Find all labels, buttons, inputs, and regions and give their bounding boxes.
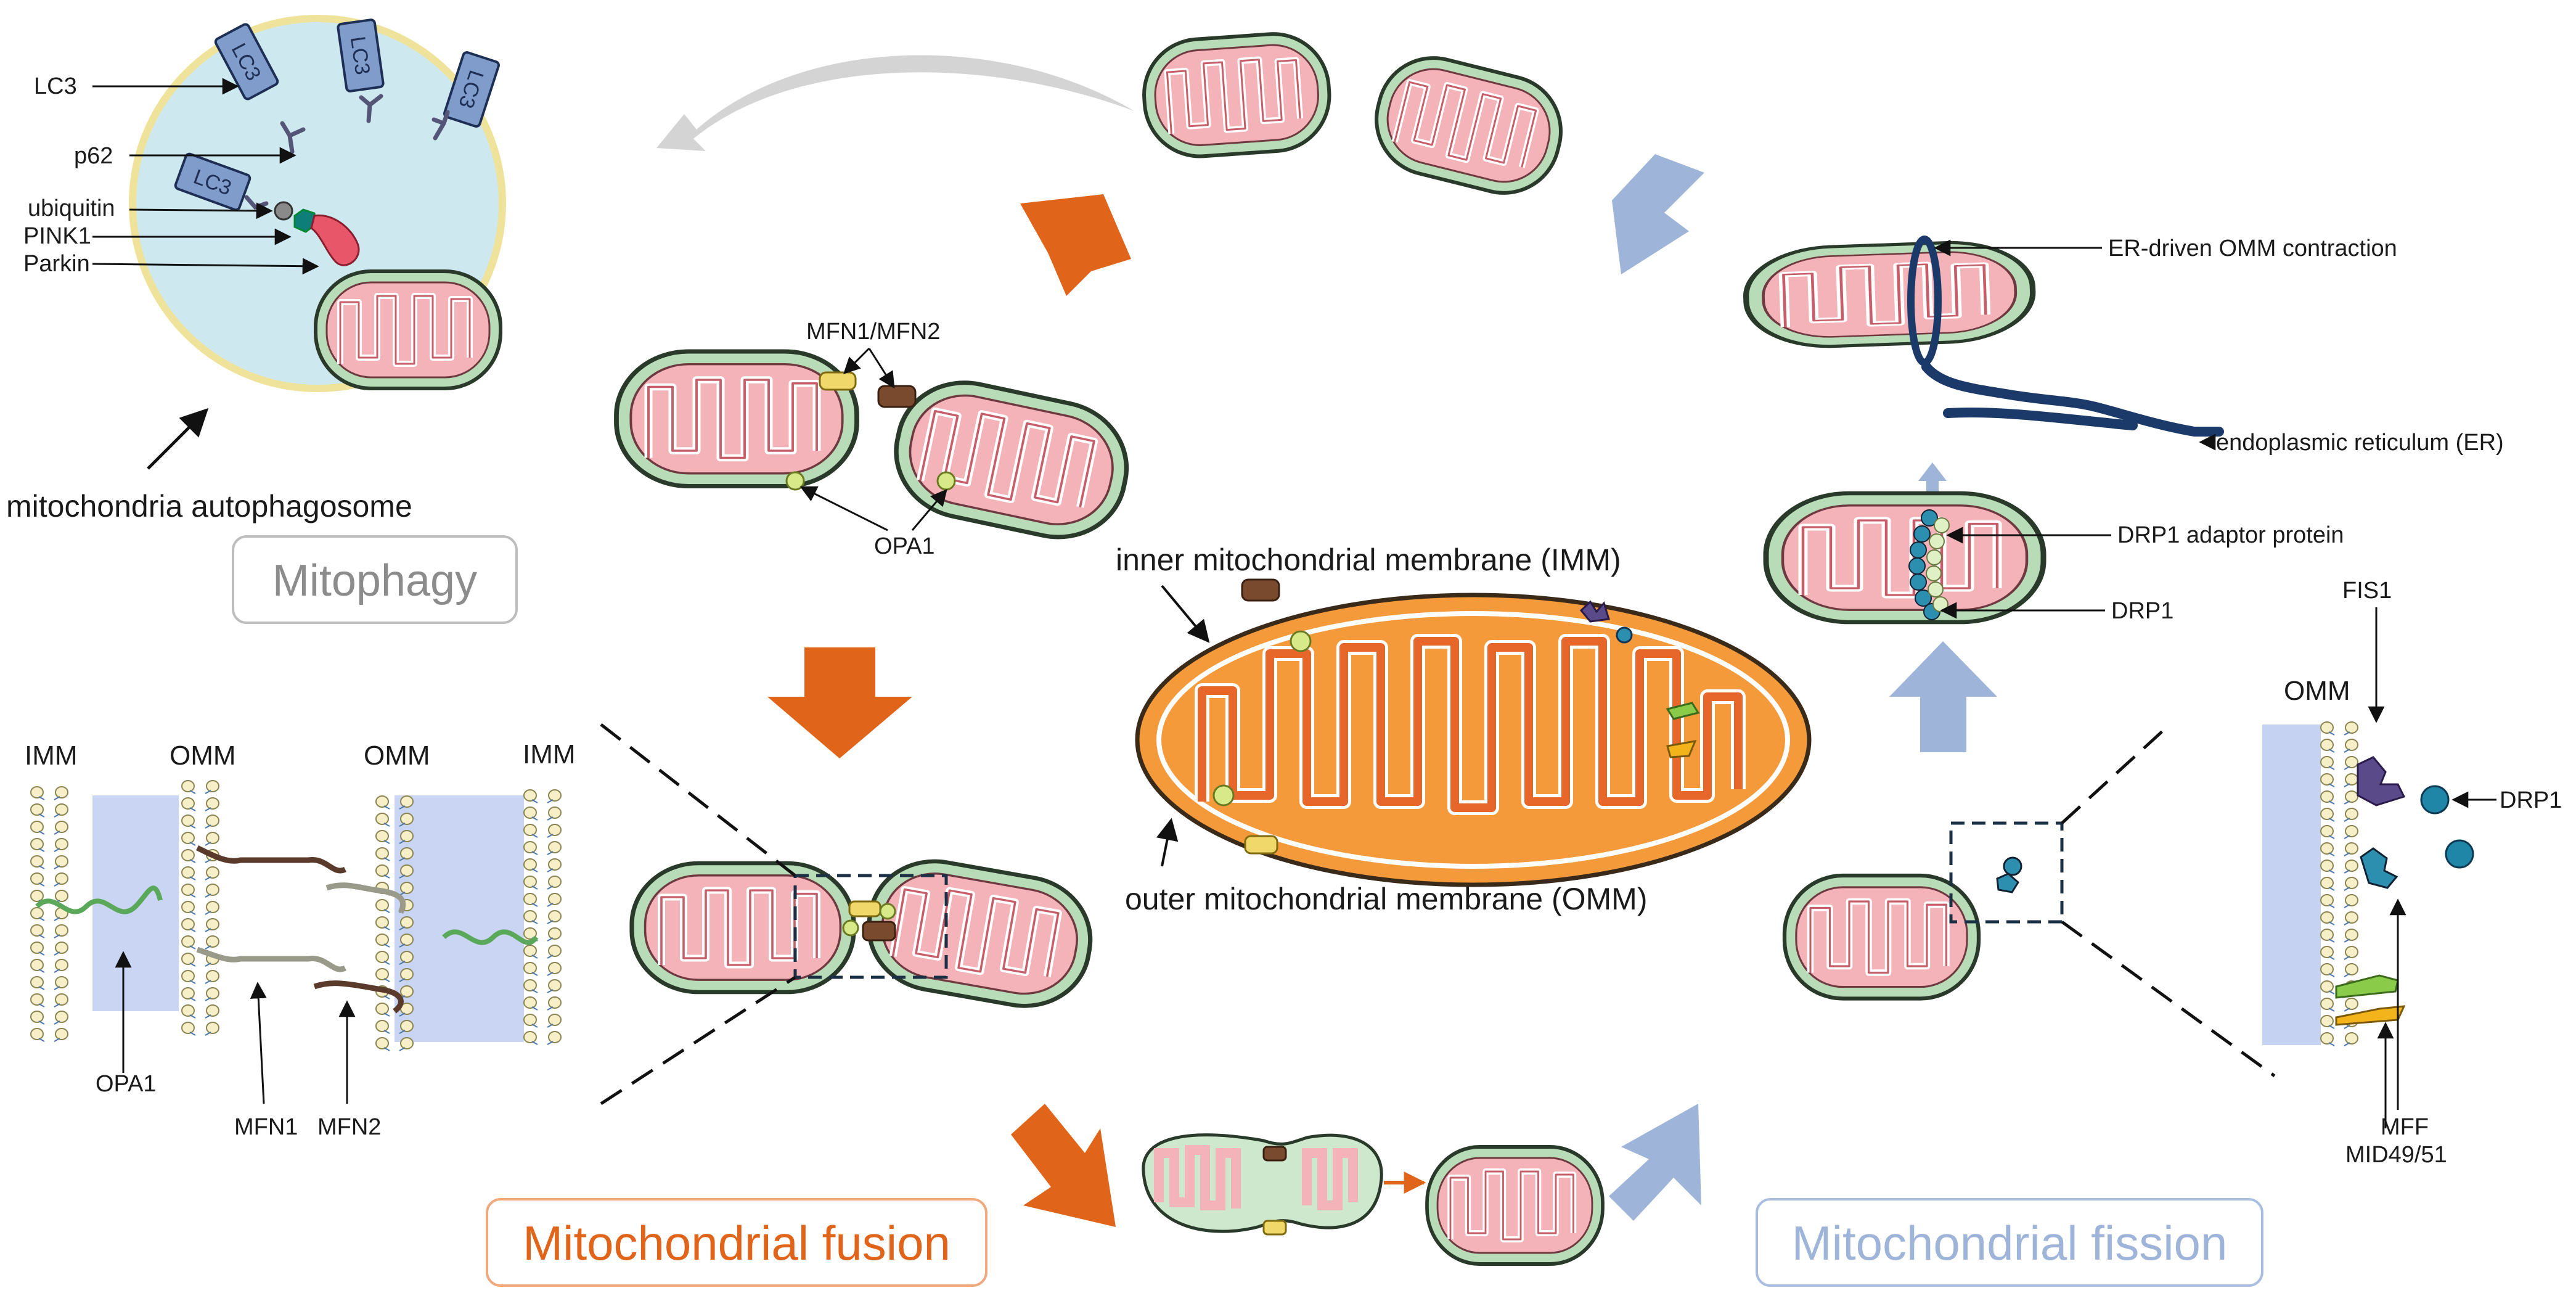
ubiquitin-label: ubiquitin: [28, 195, 115, 221]
mfn1-label: MFN1: [234, 1114, 298, 1140]
top-mitochondria: [1140, 30, 1572, 205]
er-constricted-mitochondrion: ER-driven OMM contraction endoplasmic re…: [1744, 236, 2504, 456]
fused-mitochondrion: [1142, 1133, 1603, 1264]
mitophagy-title: Mitophagy: [272, 556, 477, 605]
fusion-bilayer-panel: IMM OMM OMM IMM OPA1 MFN1 MFN2: [25, 739, 576, 1140]
drp1-ring: [1908, 509, 1950, 620]
drp1-adaptor-label: DRP1 adaptor protein: [2117, 522, 2344, 548]
lc3-receptor: LC3: [214, 23, 279, 101]
center-mitochondrion: inner mitochondrial membrane (IMM) outer…: [1116, 543, 1812, 916]
omm-label: outer mitochondrial membrane (OMM): [1125, 882, 1648, 916]
mitophagy-labels: LC3 p62 ubiquitin PINK1 Parkin mitochond…: [6, 73, 412, 523]
p62-label: p62: [74, 143, 113, 169]
lc3-receptor: LC3: [443, 51, 500, 128]
orange-arrow-icon: [1011, 1104, 1116, 1227]
fusion-pair-top: MFN1/MFN2 OPA1: [616, 319, 1139, 559]
opa1-bottom-label: OPA1: [96, 1071, 157, 1097]
drp1-constricted-mitochondrion: DRP1 adaptor protein DRP1: [1766, 493, 2344, 624]
imm-label: inner mitochondrial membrane (IMM): [1116, 543, 1621, 577]
fission-title: Mitochondrial fission: [1792, 1216, 2228, 1270]
omm-left-label: OMM: [170, 741, 236, 771]
blue-arrow-icon: [1609, 1104, 1701, 1221]
opa1-label: OPA1: [874, 533, 935, 559]
orange-arrow-icon: [1020, 194, 1131, 296]
fission-box: Mitochondrial fission: [1756, 1198, 2263, 1287]
er-label: endoplasmic reticulum (ER): [2216, 430, 2504, 456]
fusion-box: Mitochondrial fusion: [486, 1198, 987, 1287]
drp1-right-label: DRP1: [2500, 787, 2562, 813]
omm-right-label: OMM: [364, 741, 430, 771]
lipid-bilayer-icon: [523, 789, 562, 1045]
fission-mitochondrion: [1785, 723, 2276, 1078]
lc3-receptor: LC3: [337, 18, 385, 92]
mitophagy-box: Mitophagy: [232, 535, 518, 624]
omm-fission-label: OMM: [2284, 676, 2350, 706]
opa1-marker: [785, 471, 805, 491]
pink1-label: PINK1: [23, 223, 91, 249]
fis1-icon: [2357, 756, 2406, 806]
mfn2-label: MFN2: [317, 1114, 381, 1140]
mid49-51-label: MID49/51: [2345, 1142, 2447, 1168]
mfn2-marker: [877, 385, 917, 408]
fission-bilayer-panel: FIS1 OMM DRP1 MFF MID49/51: [2262, 578, 2562, 1168]
lc3-receptor: LC3: [174, 152, 251, 211]
mff-bound-drp1-icon: [2360, 847, 2398, 889]
lc3-tag-label: LC3: [346, 35, 374, 76]
er-icon: [1921, 362, 2224, 437]
autophagosome-group: LC3 LC3 LC3 LC3: [129, 15, 506, 392]
lipid-bilayer-icon: [181, 780, 219, 1036]
lc3-label: LC3: [34, 73, 77, 99]
opa1-marker: [936, 471, 956, 491]
parkin-label: Parkin: [23, 251, 90, 277]
orange-arrow-icon: [767, 647, 912, 758]
blue-arrow-icon: [1918, 462, 1947, 493]
fis1-label: FIS1: [2342, 578, 2392, 604]
parkin-icon: [310, 214, 360, 266]
lipid-bilayer-icon: [30, 786, 68, 1042]
imm-right-label: IMM: [523, 739, 576, 770]
blue-arrow-icon: [1612, 154, 1704, 274]
mff-label: MFF: [2381, 1114, 2429, 1140]
mfn1-marker: [819, 371, 857, 391]
er-contraction-label: ER-driven OMM contraction: [2108, 236, 2397, 261]
ubiquitin-icon: [274, 201, 293, 221]
autophagosome-label: mitochondria autophagosome: [6, 489, 412, 523]
gray-curved-arrow-icon: [656, 55, 1134, 151]
imm-left-label: IMM: [25, 741, 78, 771]
mfn1-mfn2-label: MFN1/MFN2: [806, 319, 940, 345]
fusion-title: Mitochondrial fusion: [523, 1216, 951, 1270]
blue-arrow-icon: [1889, 641, 1997, 752]
pink1-icon: [293, 208, 317, 233]
drp1-label: DRP1: [2111, 598, 2173, 624]
fusion-pair-mid: [600, 723, 1100, 1106]
